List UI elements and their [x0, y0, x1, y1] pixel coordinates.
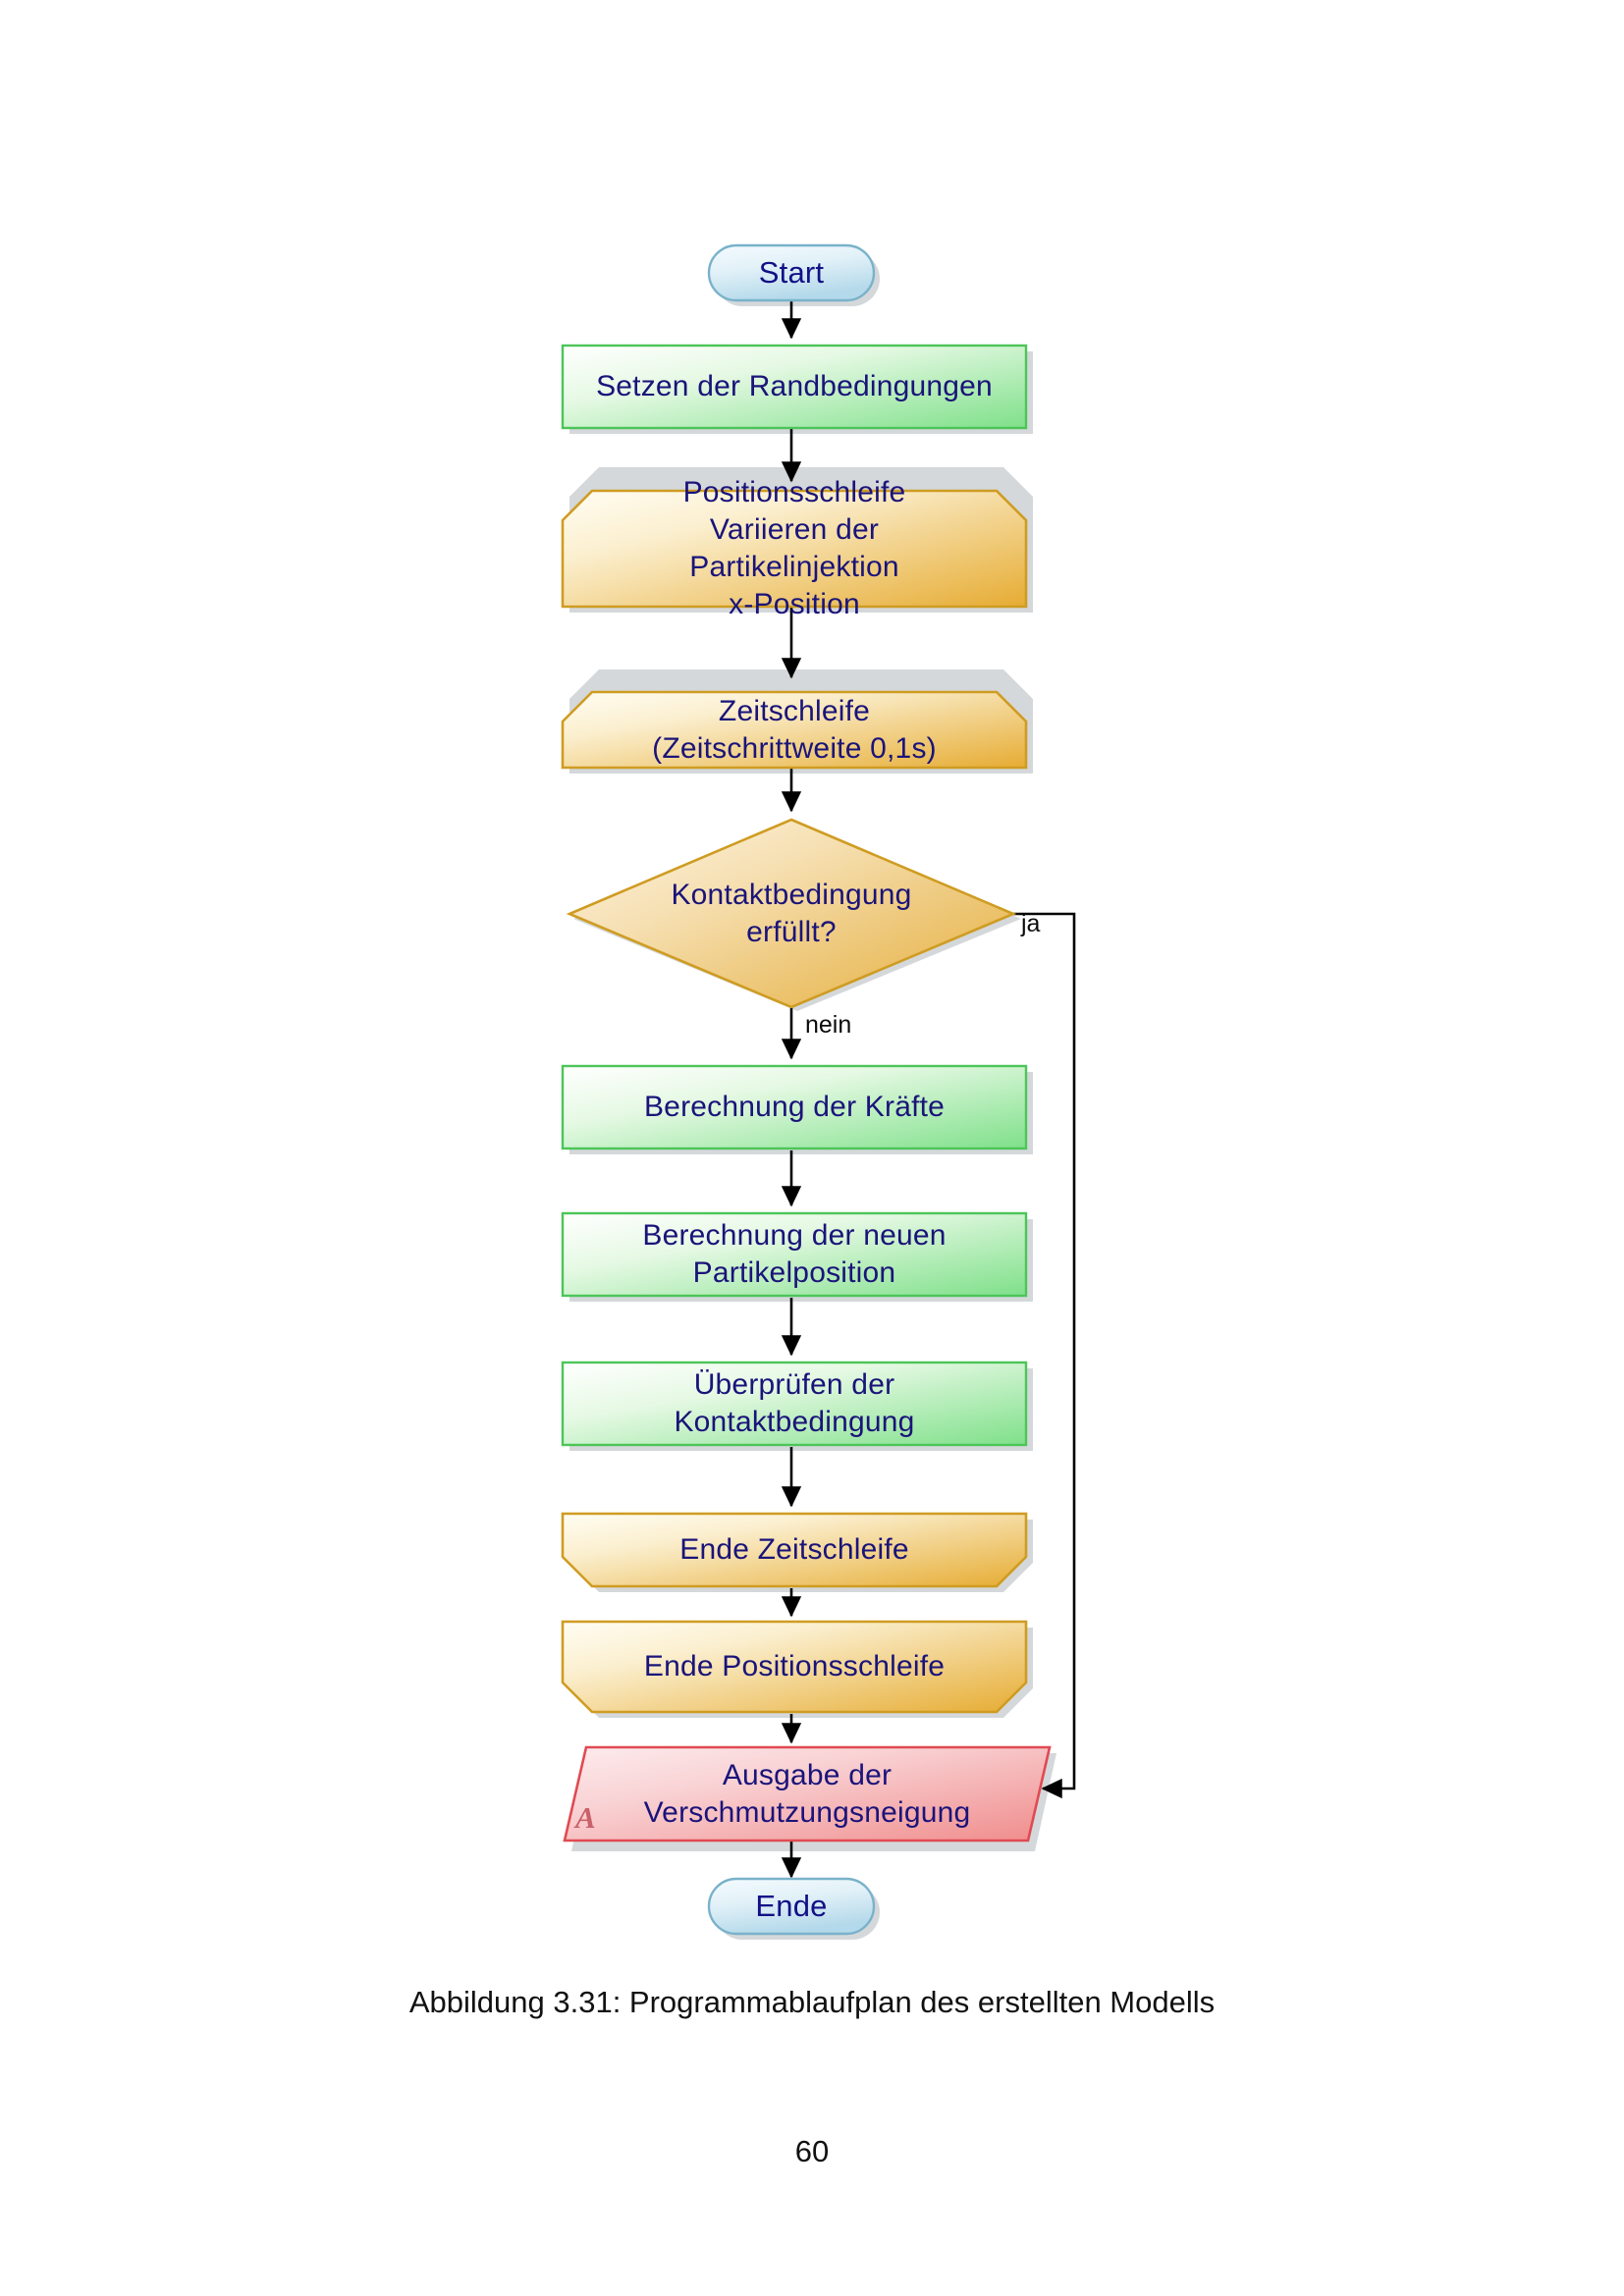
node-kraefte-shape [561, 1064, 1028, 1150]
node-rand-shape [561, 344, 1028, 430]
node-posloop-shape [561, 489, 1028, 609]
node-ausgabe-shape [563, 1745, 1052, 1842]
node-timeloop-shape [561, 690, 1028, 770]
edge-decision-yes-to-ausgabe [1013, 912, 1076, 1799]
node-shapes [561, 243, 1052, 1936]
node-endetime-shape [561, 1512, 1028, 1588]
node-ueberpr-shape [561, 1361, 1028, 1447]
node-neupos-shape [561, 1211, 1028, 1298]
node-ende-shape [707, 1877, 876, 1936]
node-endepos-shape [561, 1620, 1028, 1714]
edge-label-ja: ja [1021, 910, 1041, 937]
node-decision-shape [566, 818, 1017, 1009]
connector-marker-a: A [575, 1800, 596, 1835]
edge-label-nein: nein [805, 1011, 852, 1039]
page-number: 60 [794, 2134, 830, 2168]
node-start-shape [707, 243, 876, 302]
connector-lines [781, 299, 1076, 1879]
figure-caption: Abbildung 3.31: Programmablaufplan des e… [408, 1985, 1216, 2019]
